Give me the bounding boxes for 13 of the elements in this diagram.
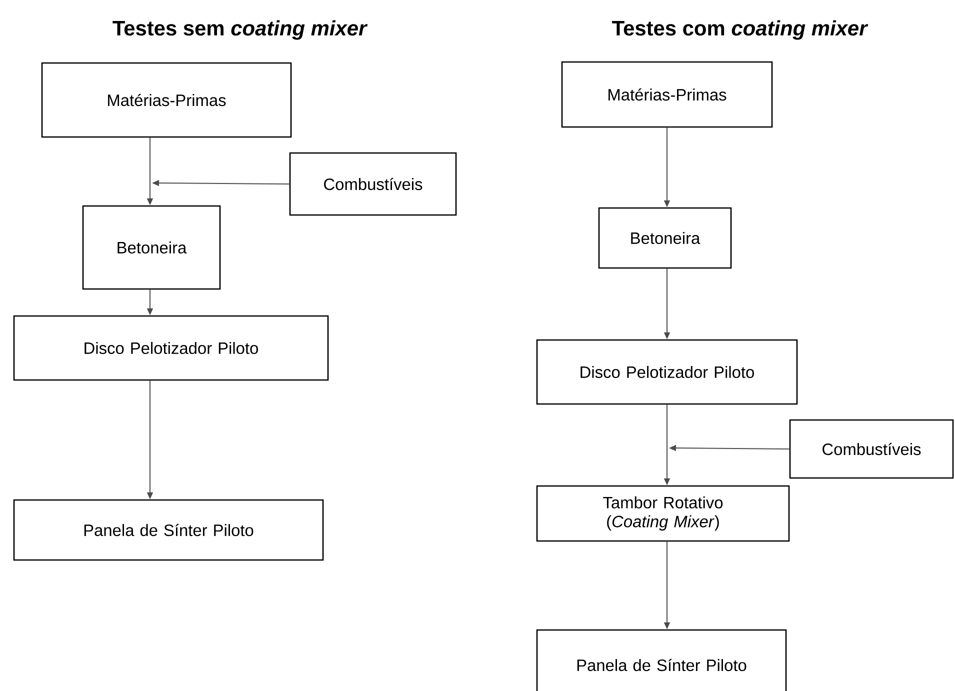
- process-box: Tambor Rotativo (Coating Mixer): [536, 485, 790, 542]
- process-box: Panela de Sínter Piloto: [13, 499, 324, 561]
- process-box: Betoneira: [598, 207, 732, 269]
- process-box: Combustíveis: [789, 419, 954, 479]
- heading: Testes sem coating mixer: [112, 20, 368, 40]
- process-box: Disco Pelotizador Piloto: [536, 339, 798, 405]
- process-box: Combustíveis: [289, 152, 457, 216]
- process-box: Matérias-Primas: [41, 62, 292, 138]
- process-box: Betoneira: [82, 205, 221, 290]
- process-box: Matérias-Primas: [561, 61, 773, 128]
- heading: Testes com coating mixer: [612, 20, 868, 40]
- process-box: Panela de Sínter Piloto: [536, 629, 787, 691]
- process-box: Disco Pelotizador Piloto: [13, 315, 329, 381]
